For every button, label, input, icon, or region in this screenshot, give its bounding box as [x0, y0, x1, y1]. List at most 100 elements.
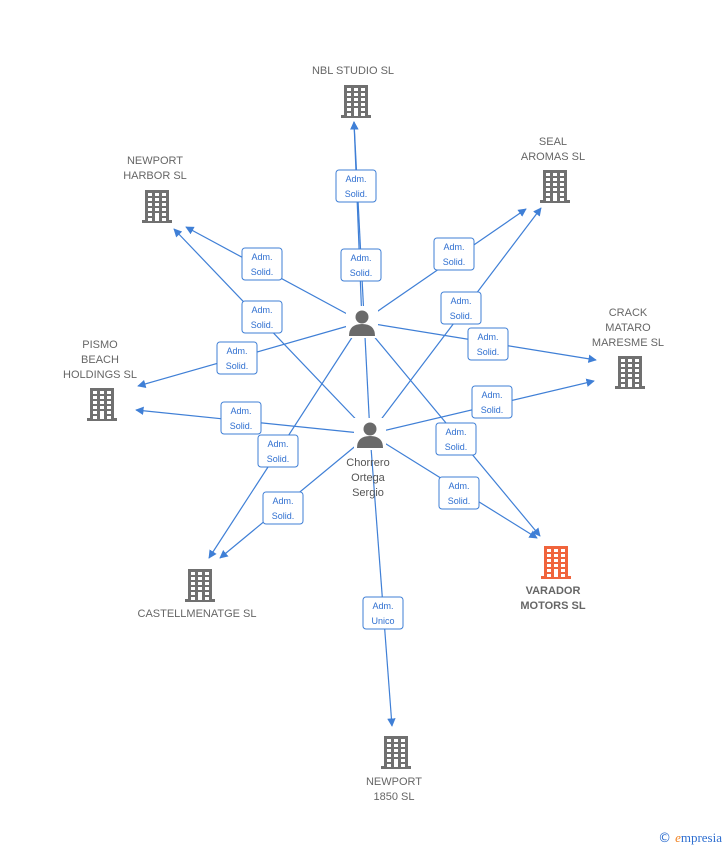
edge-label-line: Adm.	[443, 242, 464, 252]
building-window	[561, 564, 565, 567]
building-window	[547, 564, 551, 567]
building-window	[191, 587, 195, 590]
building-window	[361, 113, 365, 116]
edge-label-line: Unico	[371, 616, 394, 626]
edge-label-p1-crack[interactable]: Adm.Solid.	[467, 327, 509, 361]
building-window	[148, 193, 152, 196]
building-window	[205, 597, 209, 600]
edge-label-p1-seal[interactable]: Adm. Solid.	[433, 237, 475, 271]
node-label-line: AROMAS SL	[521, 151, 585, 163]
building-window	[560, 198, 564, 201]
building-window	[547, 569, 551, 572]
building-window	[621, 384, 625, 387]
building-window	[628, 369, 632, 372]
building-window	[546, 198, 550, 201]
building-window	[560, 193, 564, 196]
building-window	[401, 744, 405, 747]
building-window	[553, 193, 557, 196]
building-window	[155, 193, 159, 196]
company-icon-seal[interactable]	[540, 170, 570, 203]
node-label-nbl: NBL STUDIO SL	[312, 65, 394, 77]
building-window	[387, 759, 391, 762]
building-window	[198, 587, 202, 590]
edge-label-p2-varador[interactable]: Adm. Solid.	[438, 476, 480, 510]
node-label-line: CRACK	[609, 307, 648, 319]
company-icon-varador[interactable]	[541, 546, 571, 579]
edge-label-p1-pismo[interactable]: Adm.Solid.	[216, 341, 258, 375]
building-base	[541, 576, 571, 579]
building-window	[162, 218, 166, 221]
edge-label-line: Solid.	[350, 268, 373, 278]
building-window	[394, 749, 398, 752]
building-window	[628, 359, 632, 362]
company-icon-pismo[interactable]	[87, 388, 117, 421]
edge-label-p2-castell[interactable]: Adm.Solid.	[262, 491, 304, 525]
edge-label-line: Adm.	[481, 390, 502, 400]
company-icon-newport_harbor[interactable]	[142, 190, 172, 223]
company-icon-crack[interactable]	[615, 356, 645, 389]
building-window	[100, 406, 104, 409]
building-window	[546, 183, 550, 186]
edge-label-line: Adm.	[251, 252, 272, 262]
building-window	[205, 577, 209, 580]
building-window	[547, 574, 551, 577]
building-window	[560, 188, 564, 191]
building-window	[191, 577, 195, 580]
building-window	[361, 93, 365, 96]
building-window	[554, 564, 558, 567]
edge-label-line: Solid.	[448, 496, 471, 506]
edge-label-line: Solid.	[345, 189, 368, 199]
building-window	[191, 592, 195, 595]
building-window	[547, 554, 551, 557]
brand-initial: e	[675, 830, 681, 845]
building-window	[148, 213, 152, 216]
edge-label-box	[467, 327, 509, 361]
edge-label-line: Solid.	[251, 267, 274, 277]
company-icon-castell[interactable]	[185, 569, 215, 602]
building-window	[546, 178, 550, 181]
building-window	[553, 173, 557, 176]
building-window	[162, 208, 166, 211]
building-window	[148, 208, 152, 211]
building-window	[635, 384, 639, 387]
building-window	[628, 379, 632, 382]
edge-label-box	[438, 476, 480, 510]
building-window	[93, 391, 97, 394]
node-label-line: CASTELLMENATGE SL	[138, 608, 257, 620]
edge-labels-layer: Adm. Solid. Adm. Solid. Adm. Solid. Adm. Solid.…	[216, 169, 513, 630]
building-window	[621, 364, 625, 367]
building-window	[621, 374, 625, 377]
building-window	[621, 359, 625, 362]
building-window	[387, 754, 391, 757]
edge-label-line: Solid.	[230, 421, 253, 431]
person-body	[349, 324, 375, 336]
building-window	[628, 364, 632, 367]
node-label-line: SEAL	[539, 136, 567, 148]
company-icon-nbl[interactable]	[341, 85, 371, 118]
edge-label-p1-varador[interactable]: Adm.Solid.	[435, 422, 477, 456]
edge-label-p1-nbl[interactable]: Adm.Solid.	[335, 169, 377, 203]
building-window	[191, 597, 195, 600]
edge-label-p2-crack[interactable]: Adm.Solid.	[471, 385, 513, 419]
person-icon-p1[interactable]	[346, 306, 378, 338]
building-window	[347, 113, 351, 116]
company-icon-newport1850[interactable]	[381, 736, 411, 769]
building-window	[162, 203, 166, 206]
building-window	[205, 592, 209, 595]
person-icon-p2[interactable]	[354, 418, 386, 450]
edge-label-p2-nbl[interactable]: Adm.Solid.	[340, 248, 382, 282]
edge-label-p2-newport_harbor[interactable]: Adm.Solid.	[241, 300, 283, 334]
edge-label-p1-newport_harbor[interactable]: Adm. Solid.	[241, 247, 283, 281]
building-window	[394, 744, 398, 747]
edge-label-line: Adm.	[226, 346, 247, 356]
edge-label-line: Solid.	[443, 257, 466, 267]
building-window	[162, 193, 166, 196]
edge-label-p2-pismo[interactable]: Adm.Solid.	[220, 401, 262, 435]
edge-label-line: Adm.	[448, 481, 469, 491]
building-door	[394, 761, 398, 767]
edge-label-p2-seal[interactable]: Adm.Solid.	[440, 291, 482, 325]
building-window	[205, 587, 209, 590]
edge-label-p1-castell[interactable]: Adm.Solid.	[257, 434, 299, 468]
edge-label-p2-newport1850[interactable]: Adm.Unico	[362, 596, 404, 630]
